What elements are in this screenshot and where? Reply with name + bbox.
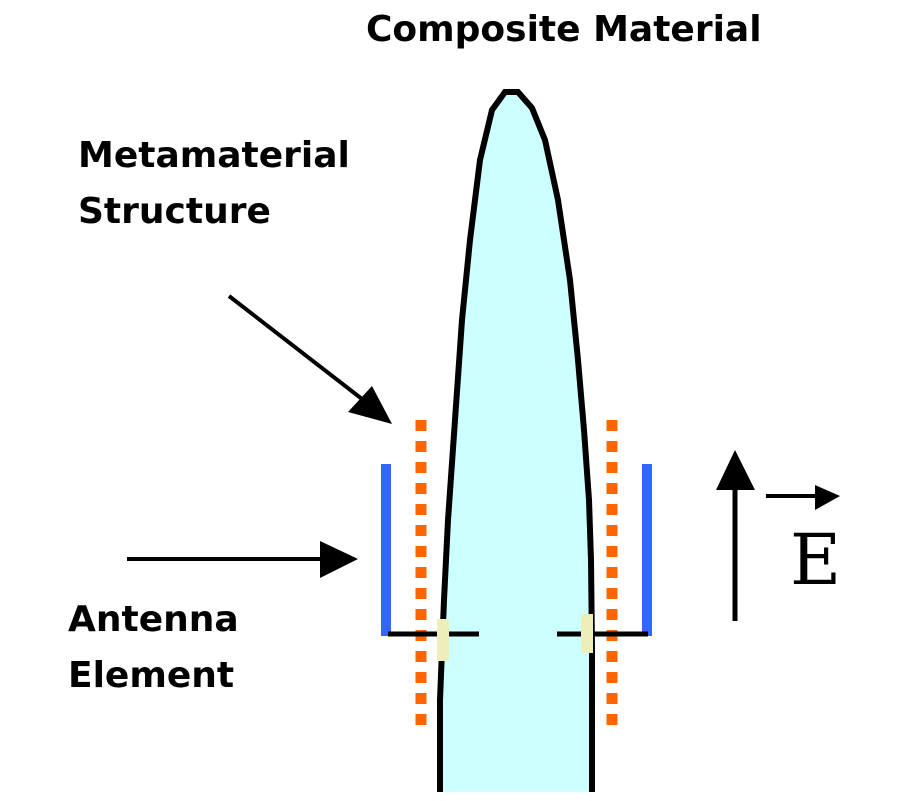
composite-material-body [440,92,592,792]
metamaterial-label-line2: Structure [78,191,271,232]
e-vector-arrow-head [815,485,840,510]
metamaterial-label-line1: Metamaterial [78,135,350,176]
composite-material-label: Composite Material [366,9,762,50]
antenna-element-label: Antenna Element [68,592,239,704]
junction-left [437,619,449,661]
propagation-arrow-head [716,450,755,490]
antenna-label-line1: Antenna [68,599,239,640]
antenna-label-line2: Element [68,655,235,696]
composite-left-edge [437,89,595,792]
metamaterial-arrow-shaft [227,294,364,401]
metamaterial-structure-label: Metamaterial Structure [78,128,350,240]
antenna-arrow-head [320,541,358,578]
electric-field-symbol: E [790,519,842,601]
metamaterial-arrow-head [348,386,392,424]
junction-right [581,614,593,653]
